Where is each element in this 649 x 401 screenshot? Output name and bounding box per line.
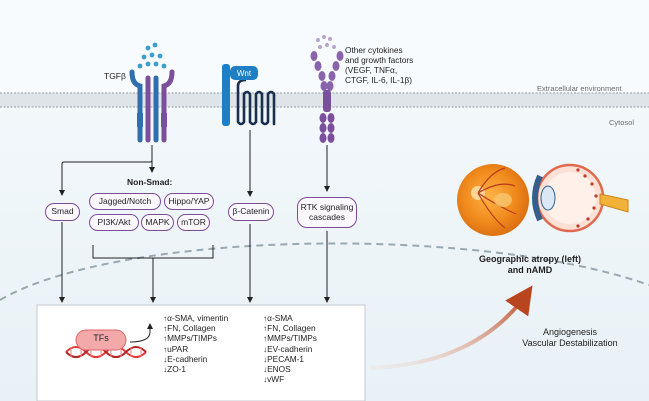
rtk-receptor: [310, 35, 344, 143]
wnt-ligand-label: Wnt: [230, 66, 258, 80]
fundus-image: [457, 164, 529, 236]
nuclear-envelope: [0, 242, 649, 301]
eye-cross-section: [532, 163, 629, 233]
tgfb-ligand-dots: [137, 42, 167, 69]
non-smad-title: Non-Smad:: [127, 177, 173, 187]
progression-arrow: [369, 285, 533, 370]
mtor-pill: mTOR: [177, 214, 210, 231]
tfs-arrow: [129, 323, 153, 343]
jagged-notch-pill: Jagged/Notch: [89, 193, 161, 210]
rtk-cascades-pill: RTK signaling cascades: [297, 197, 357, 228]
tfs-label: TFs: [93, 333, 109, 343]
mapk-pill: MAPK: [141, 214, 174, 231]
tfs-bubble: [75, 329, 127, 351]
other-cytokines-label: Other cytokines and growth factors (VEGF…: [345, 45, 414, 85]
angiogenesis-label: Angiogenesis Vascular Destabilization: [522, 327, 618, 348]
tgfb-connectors: [59, 145, 155, 196]
extracellular-label: Extracellular environment: [537, 84, 622, 93]
gene-list-right: ↑α-SMA ↑FN, Collagen ↑MMPs/TIMPs ↓EV-cad…: [263, 313, 317, 385]
tgfb-label: TGFβ: [104, 71, 126, 81]
smad-pill: Smad: [45, 203, 80, 221]
cytosol-label: Cytosol: [609, 118, 635, 127]
gene-list-left: ↑α-SMA, vimentin ↑FN, Collagen ↑MMPs/TIM…: [163, 313, 229, 375]
beta-catenin-pill: β-Catenin: [228, 203, 274, 221]
pathway-connectors: [59, 130, 330, 303]
pi3k-akt-pill: PI3K/Akt: [89, 214, 139, 231]
hippo-yap-pill: Hippo/YAP: [164, 193, 214, 210]
wnt-receptor: [222, 64, 276, 126]
tgfb-receptor: [129, 69, 175, 143]
nucleus-box: [36, 304, 366, 401]
geographic-atrophy-label: Geographic atropy (left) and nAMD: [478, 254, 581, 275]
